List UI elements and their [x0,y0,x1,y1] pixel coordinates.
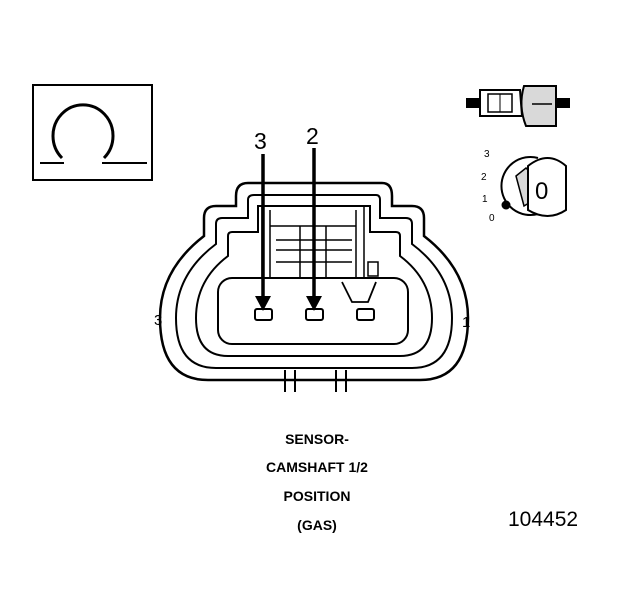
caption-line-3: POSITION [283,488,351,504]
terminal-cavity-2 [305,308,324,321]
scale-label-3: 3 [484,149,490,160]
side-label-right: 1 [462,314,470,331]
caption-line-2: CAMSHAFT 1/2 [266,459,368,475]
callout-label-2: 2 [306,123,319,149]
knob-label: 0 [535,178,548,205]
scale-label-2: 2 [481,172,487,183]
rotary-selector-icon: 3 2 1 0 0 [481,149,567,224]
caption-line-1: SENSOR- [285,431,349,447]
ohm-symbol-icon [51,103,115,160]
ohm-symbol-box [32,84,153,181]
scale-label-0: 0 [489,213,495,224]
callout-arrows [255,148,322,311]
selector-dot-icon [501,200,511,210]
callout-label-3: 3 [254,128,267,154]
connector-locator-icon [466,85,570,127]
terminal-cavity-1 [356,308,375,321]
scale-label-1: 1 [482,194,488,205]
figure-number: 104452 [508,508,579,531]
side-label-left: 3 [154,312,162,329]
terminal-cavity-3 [254,308,273,321]
caption-line-4: (GAS) [297,517,337,533]
